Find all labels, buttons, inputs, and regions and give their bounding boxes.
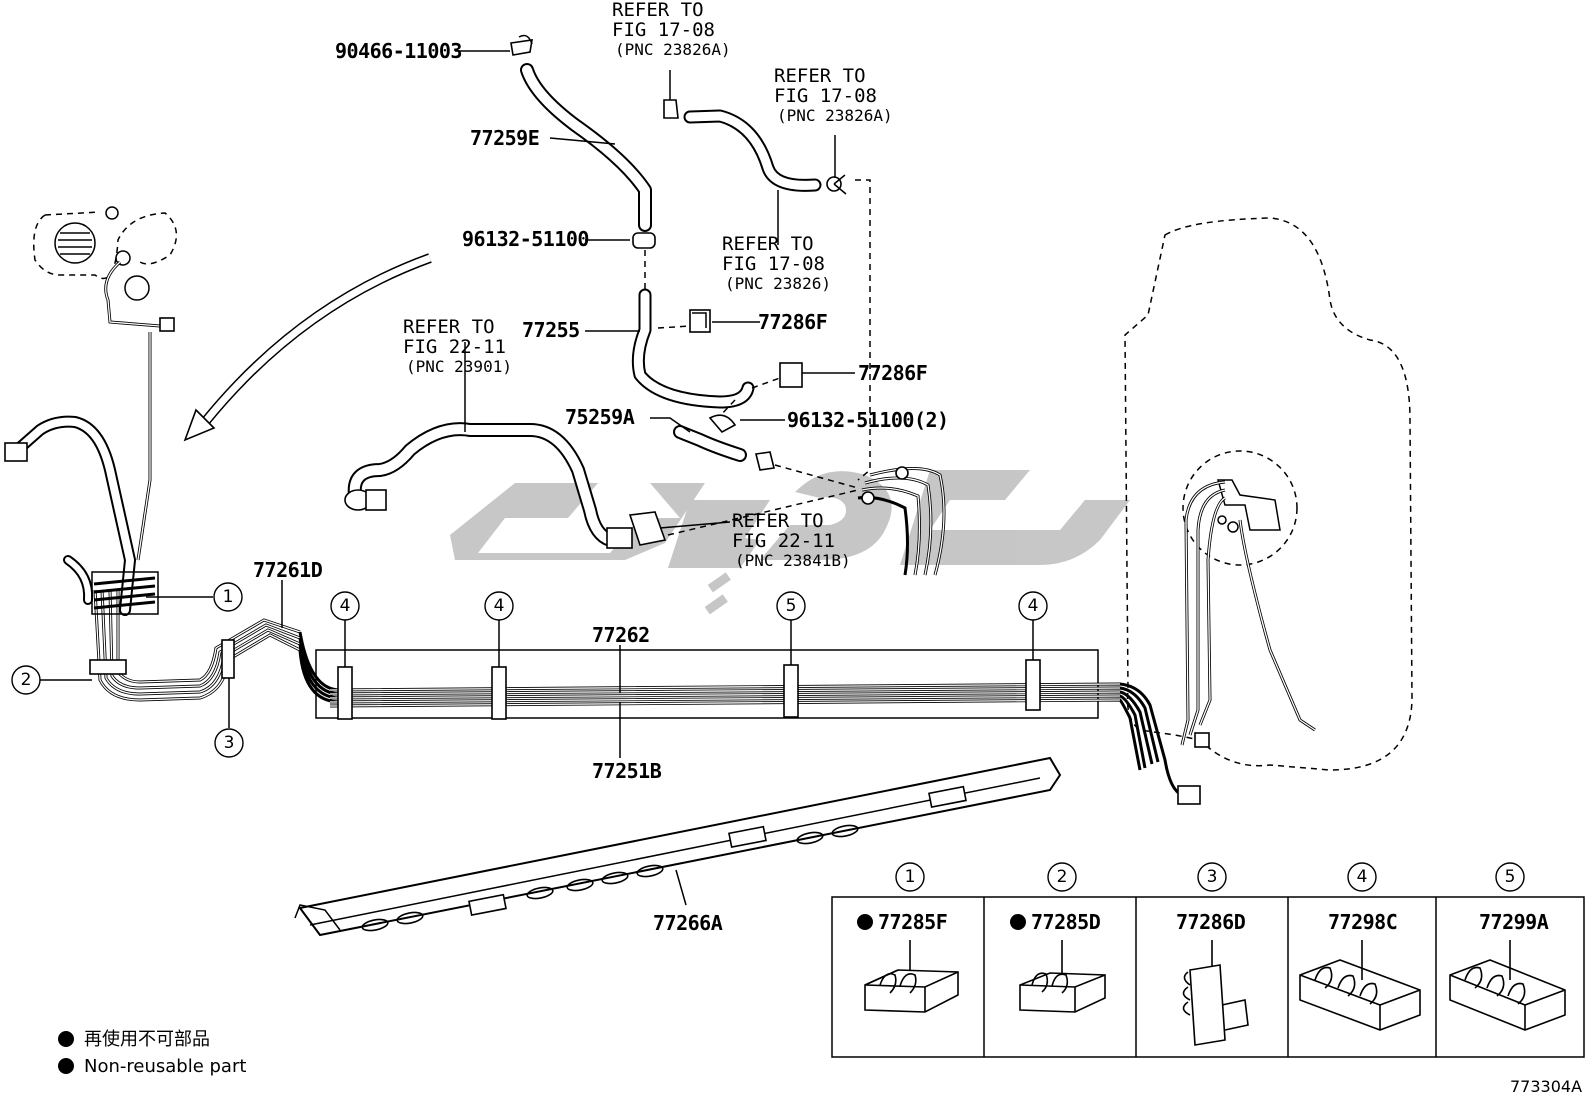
label-96132-51100-2: 96132-51100(2): [787, 408, 949, 432]
callout-4-b: 4: [484, 591, 514, 621]
part-labels: 90466-11003 77259E 96132-51100 77255 772…: [253, 39, 949, 935]
svg-text:REFER TO: REFER TO: [403, 316, 495, 338]
svg-text:REFER TO: REFER TO: [722, 233, 814, 255]
svg-text:(PNC 23826A): (PNC 23826A): [777, 106, 893, 125]
svg-text:(PNC 23826): (PNC 23826): [725, 274, 831, 293]
svg-text:77286D: 77286D: [1176, 910, 1246, 934]
label-77286F-bottom: 77286F: [858, 361, 927, 385]
clamp-col-2: 2 77285D: [1010, 862, 1106, 1013]
label-77255: 77255: [522, 318, 580, 342]
refer-note-23901: REFER TO FIG 22-11 (PNC 23901): [403, 316, 512, 376]
floor-reinforcement-panel: [294, 756, 1062, 937]
legend-dot-jp: [58, 1031, 74, 1047]
svg-text:5: 5: [1505, 867, 1516, 887]
clamp-table: 1 77285F 2 77285D: [831, 862, 1585, 1058]
callout-4-c: 4: [1018, 591, 1048, 621]
refer-note-23826A-right: REFER TO FIG 17-08 (PNC 23826A): [774, 65, 893, 125]
svg-text:REFER TO: REFER TO: [774, 65, 866, 87]
svg-text:3: 3: [224, 733, 235, 753]
clamp-col-1: 1 77285F: [857, 862, 959, 1013]
label-90466-11003: 90466-11003: [335, 39, 462, 63]
svg-text:REFER TO: REFER TO: [732, 510, 824, 532]
direction-arrow-icon: [183, 253, 432, 442]
svg-text:FIG 22-11: FIG 22-11: [732, 530, 835, 552]
left-pipe-bundle: [4, 415, 341, 704]
label-77251B: 77251B: [592, 759, 662, 783]
svg-text:1: 1: [905, 867, 916, 887]
callout-5: 5: [776, 591, 806, 621]
legend-dot-en: [58, 1058, 74, 1074]
svg-text:4: 4: [1028, 596, 1039, 616]
figure-id: 773304A: [1510, 1077, 1582, 1096]
label-77261D: 77261D: [253, 558, 323, 582]
svg-text:FIG 17-08: FIG 17-08: [612, 19, 715, 41]
callout-4-a: 4: [330, 591, 360, 621]
non-reusable-dot: [1010, 914, 1026, 930]
clamp-col-4: 4 77298C: [1299, 862, 1421, 1031]
refer-note-23826: REFER TO FIG 17-08 (PNC 23826): [722, 233, 831, 293]
legend-text-jp: 再使用不可部品: [84, 1029, 210, 1050]
label-75259A: 75259A: [565, 405, 635, 429]
refer-note-23826A-top: REFER TO FIG 17-08 (PNC 23826A): [612, 0, 731, 59]
svg-text:77299A: 77299A: [1479, 910, 1549, 934]
label-77262: 77262: [592, 623, 650, 647]
clamp-col-5: 5 77299A: [1449, 862, 1566, 1031]
svg-text:5: 5: [786, 596, 797, 616]
svg-text:2: 2: [1057, 867, 1068, 887]
svg-text:77285D: 77285D: [1031, 910, 1101, 934]
svg-text:4: 4: [494, 596, 505, 616]
svg-text:FIG 17-08: FIG 17-08: [774, 85, 877, 107]
svg-text:77285F: 77285F: [878, 910, 947, 934]
svg-text:2: 2: [21, 670, 32, 690]
clamp-col-3: 3 77286D: [1176, 862, 1249, 1046]
clamp-77285D-icon: [1019, 940, 1106, 1013]
fuel-tank-outline: [1124, 217, 1413, 805]
non-reusable-dot: [857, 914, 873, 930]
label-77286F-top: 77286F: [758, 310, 827, 334]
legend-text-en: Non-reusable part: [84, 1056, 246, 1077]
callout-2: 2: [11, 665, 41, 695]
svg-text:1: 1: [223, 587, 234, 607]
refer-note-23841B: REFER TO FIG 22-11 (PNC 23841B): [732, 510, 851, 570]
svg-text:(PNC 23901): (PNC 23901): [406, 357, 512, 376]
clamp-77285F-icon: [864, 940, 959, 1013]
clamp-77298C-icon: [1299, 940, 1421, 1031]
svg-text:77298C: 77298C: [1328, 910, 1397, 934]
svg-text:REFER TO: REFER TO: [612, 0, 704, 21]
evap-hoses: [344, 34, 946, 576]
legend: 再使用不可部品 Non-reusable part: [58, 1029, 246, 1077]
svg-text:FIG 22-11: FIG 22-11: [403, 336, 506, 358]
callouts: 1 2 3 4 4 5 4: [11, 582, 1048, 758]
svg-text:4: 4: [340, 596, 351, 616]
svg-text:FIG 17-08: FIG 17-08: [722, 253, 825, 275]
clamp-77286D-icon: [1182, 940, 1249, 1046]
svg-text:3: 3: [1207, 867, 1218, 887]
refer-notes: REFER TO FIG 17-08 (PNC 23826A) REFER TO…: [403, 0, 893, 570]
callout-3: 3: [214, 728, 244, 758]
svg-text:4: 4: [1357, 867, 1368, 887]
label-77259E: 77259E: [470, 126, 539, 150]
callout-1: 1: [213, 582, 243, 612]
label-77266A: 77266A: [653, 911, 723, 935]
clamp-77299A-icon: [1449, 940, 1566, 1031]
leader-lines: [40, 50, 1034, 906]
svg-text:(PNC 23826A): (PNC 23826A): [615, 40, 731, 59]
label-96132-51100: 96132-51100: [462, 227, 589, 251]
main-pipe-run: [315, 649, 1183, 797]
svg-text:(PNC 23841B): (PNC 23841B): [735, 551, 851, 570]
filler-neck-assembly: [33, 206, 178, 561]
